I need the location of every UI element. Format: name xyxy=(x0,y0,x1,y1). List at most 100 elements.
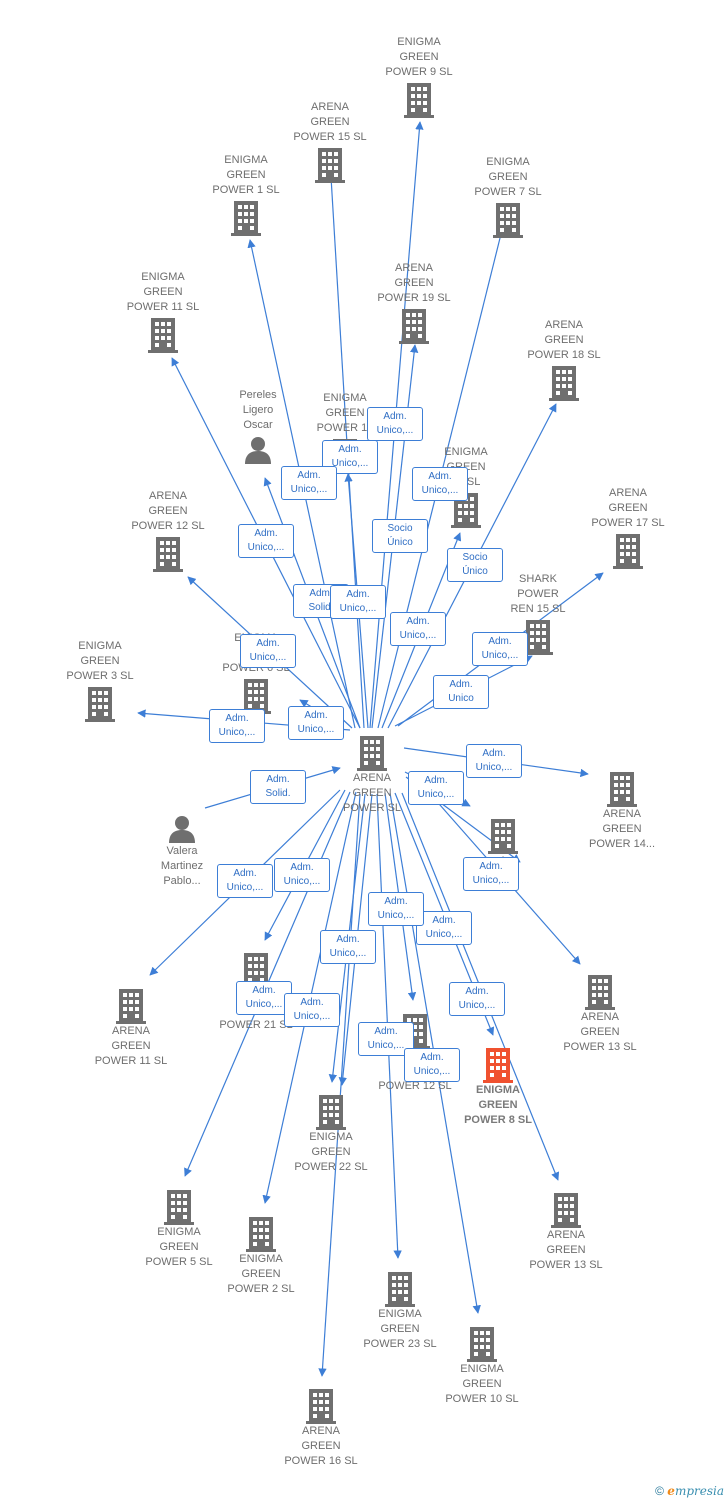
building-icon xyxy=(306,1388,336,1424)
edge-role-tag-4[interactable]: Adm. Unico,... xyxy=(412,467,468,501)
company-node-enigma9[interactable]: ENIGMA GREEN POWER 9 SL xyxy=(364,35,474,118)
edge-role-tag-2[interactable]: Adm. Unico,... xyxy=(281,466,337,500)
company-node-enigma1[interactable]: ENIGMA GREEN POWER 1 SL xyxy=(191,153,301,236)
building-icon xyxy=(231,200,261,236)
person-icon xyxy=(243,435,273,465)
company-node-arena19[interactable]: ARENA GREEN POWER 19 SL xyxy=(359,261,469,344)
building-icon xyxy=(316,1094,346,1130)
node-label: ARENA GREEN POWER 15 SL xyxy=(293,101,367,143)
building-icon xyxy=(246,1216,276,1252)
edge-role-tag-10[interactable]: Adm. Unico,... xyxy=(472,632,528,666)
building-icon xyxy=(483,1047,513,1083)
company-node-enigma2[interactable]: ENIGMA GREEN POWER 2 SL xyxy=(206,1214,316,1297)
edge-role-tag-18[interactable]: Adm. Unico,... xyxy=(463,857,519,891)
edge-role-tag-22[interactable]: Adm. Unico,... xyxy=(320,930,376,964)
company-node-enigma11[interactable]: ENIGMA GREEN POWER 11 SL xyxy=(108,270,218,353)
building-icon xyxy=(357,735,387,771)
building-icon xyxy=(488,818,518,854)
company-node-arena13b[interactable]: ARENA GREEN POWER 13 SL xyxy=(511,1190,621,1273)
node-label: ARENA GREEN POWER 11 SL xyxy=(94,1025,168,1067)
building-icon xyxy=(85,686,115,722)
company-node-enigma23[interactable]: ENIGMA GREEN POWER 23 SL xyxy=(345,1269,455,1352)
footer-brand: © empresia xyxy=(655,1484,724,1498)
edge-role-tag-12[interactable]: Adm. Unico,... xyxy=(240,634,296,668)
company-node-arena12[interactable]: ARENA GREEN POWER 12 SL xyxy=(113,489,223,572)
building-icon xyxy=(607,771,637,807)
company-node-enigma22[interactable]: ENIGMA GREEN POWER 22 SL xyxy=(276,1092,386,1175)
company-node-enigma7[interactable]: ENIGMA GREEN POWER 7 SL xyxy=(453,155,563,238)
company-node-enigma15[interactable]: ENIGMA GREEN POWER 15 xyxy=(290,391,400,474)
edge-role-tag-24[interactable]: Adm. Unico,... xyxy=(449,982,505,1016)
building-icon xyxy=(148,317,178,353)
building-icon xyxy=(153,536,183,572)
building-icon xyxy=(116,988,146,1024)
node-label: ARENA GREEN POWER 16 SL xyxy=(284,1425,358,1467)
building-icon xyxy=(585,974,615,1010)
copyright-symbol: © xyxy=(655,1484,664,1498)
edge-role-tag-13[interactable]: Adm. Unico,... xyxy=(209,709,265,743)
node-label: ENIGMA GREEN POWER 5 SL xyxy=(145,1226,213,1268)
edge-role-tag-3[interactable]: Socio Único xyxy=(372,519,428,553)
node-label: ENIGMA GREEN POWER 1 SL xyxy=(212,154,280,196)
edge-role-tag-16[interactable]: Adm. Solid. xyxy=(250,770,306,804)
edge-role-tag-25[interactable]: Adm. Unico,... xyxy=(284,993,340,1027)
person-icon xyxy=(167,814,197,844)
node-label: ENIGMA GREEN POWER 9 SL xyxy=(385,36,453,78)
company-node-enigma3[interactable]: ENIGMA GREEN POWER 3 SL xyxy=(45,639,155,722)
node-label: ARENA GREEN POWER 13 SL xyxy=(563,1011,637,1053)
node-label: ENIGMA GREEN POWER 15 xyxy=(316,392,374,434)
person-node-pereles[interactable]: Pereles Ligero Oscar xyxy=(203,388,313,465)
company-node-arena16[interactable]: ARENA GREEN POWER 16 SL xyxy=(266,1386,376,1469)
edge-role-tag-15[interactable]: Adm. Unico,... xyxy=(466,744,522,778)
company-node-enigma8[interactable]: ENIGMA GREEN POWER 8 SL xyxy=(443,1045,553,1128)
company-node-enigma5[interactable]: ENIGMA GREEN POWER 5 SL xyxy=(124,1187,234,1270)
edge-role-tag-0[interactable]: Adm. Unico,... xyxy=(367,407,423,441)
building-icon xyxy=(551,1192,581,1228)
edge-role-tag-11[interactable]: Adm. Unico xyxy=(433,675,489,709)
node-label: ENIGMA GREEN POWER 8 SL xyxy=(464,1084,532,1126)
edge-role-tag-9[interactable]: Adm. Unico,... xyxy=(390,612,446,646)
edge-role-tag-20[interactable]: Adm. Unico,... xyxy=(217,864,273,898)
building-icon xyxy=(613,533,643,569)
edge-role-tag-5[interactable]: Adm. Unico,... xyxy=(238,524,294,558)
company-node-arena11[interactable]: ARENA GREEN POWER 11 SL xyxy=(76,986,186,1069)
company-node-shark15[interactable]: SHARK POWER REN 15 SL xyxy=(483,572,593,655)
node-label: ENIGMA GREEN POWER 3 SL xyxy=(66,640,134,682)
node-label: SHARK POWER REN 15 SL xyxy=(510,573,566,615)
edge-role-tag-19[interactable]: Adm. Unico,... xyxy=(416,911,472,945)
company-node-arena17[interactable]: ARENA GREEN POWER 17 SL xyxy=(573,486,683,569)
node-label: ENIGMA GREEN POWER 2 SL xyxy=(227,1253,295,1295)
edge-role-tag-26[interactable]: Adm. Unico,... xyxy=(368,892,424,926)
node-label: Valera Martinez Pablo... xyxy=(160,845,204,887)
company-node-enigma10[interactable]: ENIGMA GREEN POWER 10 SL xyxy=(427,1324,537,1407)
node-label: ENIGMA GREEN POWER 11 SL xyxy=(126,271,200,313)
company-node-arena18[interactable]: ARENA GREEN POWER 18 SL xyxy=(509,318,619,401)
building-icon xyxy=(467,1326,497,1362)
edge-role-tag-17[interactable]: Adm. Unico,... xyxy=(408,771,464,805)
center-company-label: ARENA GREEN POWER SL xyxy=(342,772,402,814)
building-icon xyxy=(399,308,429,344)
node-label: ARENA GREEN POWER 12 SL xyxy=(131,490,205,532)
node-label: ENIGMA GREEN POWER 22 SL xyxy=(294,1131,368,1173)
building-icon xyxy=(315,147,345,183)
node-label: ARENA GREEN POWER 17 SL xyxy=(591,487,665,529)
brand-logo: empresia xyxy=(667,1484,724,1498)
building-icon xyxy=(404,82,434,118)
building-icon xyxy=(549,365,579,401)
building-icon xyxy=(493,202,523,238)
center-company-node[interactable]: ARENA GREEN POWER SL xyxy=(317,733,427,816)
company-node-arena13a[interactable]: ARENA GREEN POWER 13 SL xyxy=(545,972,655,1055)
node-label: ARENA GREEN POWER 14... xyxy=(588,808,656,850)
person-node-valera[interactable]: Valera Martinez Pablo... xyxy=(127,812,237,889)
node-label: ENIGMA GREEN POWER 10 SL xyxy=(445,1363,519,1405)
edge-role-tag-14[interactable]: Adm. Unico,... xyxy=(288,706,344,740)
node-label: ENIGMA GREEN POWER 7 SL xyxy=(474,156,542,198)
edge-role-tag-21[interactable]: Adm. Unico,... xyxy=(274,858,330,892)
edge-role-tag-28[interactable]: Adm. Unico,... xyxy=(404,1048,460,1082)
node-label: ARENA GREEN POWER 18 SL xyxy=(527,319,601,361)
company-node-arena14[interactable]: ARENA GREEN POWER 14... xyxy=(567,769,677,852)
edge-role-tag-8[interactable]: Adm. Unico,... xyxy=(330,585,386,619)
company-node-arena15[interactable]: ARENA GREEN POWER 15 SL xyxy=(275,100,385,183)
edge-role-tag-6[interactable]: Socio Único xyxy=(447,548,503,582)
